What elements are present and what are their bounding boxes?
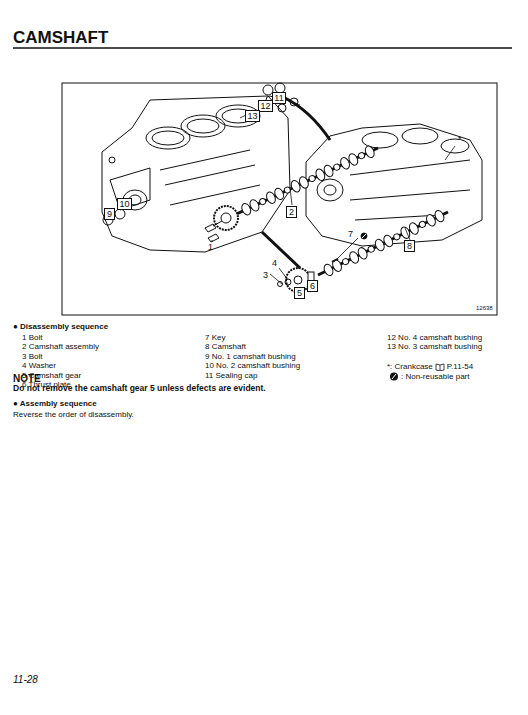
symbol-text: : Non-reusable part — [401, 372, 469, 381]
cam-lobe — [298, 175, 310, 189]
cam-lobe — [347, 152, 359, 166]
cam-lobe — [358, 152, 366, 160]
callout-number: 9 — [107, 209, 112, 219]
cam-lobe — [273, 187, 285, 201]
leader-lines — [110, 97, 455, 290]
list-item: 9 No. 1 camshaft bushing — [205, 353, 296, 362]
list-item: 2 Camshaft assembly — [22, 343, 99, 352]
reference-text: *: Crankcase — [387, 362, 433, 371]
camshaft-assembly — [214, 145, 378, 230]
callout-box: 5 — [294, 287, 305, 299]
list-item: 7 Key — [205, 334, 225, 343]
note-text: Do not remove the camshaft gear 5 unless… — [13, 384, 266, 393]
list-item: 8 Camshaft — [205, 343, 246, 352]
callout-number: 10 — [119, 199, 129, 209]
callout-number: 5 — [297, 288, 302, 298]
cam-lobe — [367, 245, 375, 253]
symbol-row: : Non-reusable part — [387, 372, 469, 381]
callout-number: 7 — [348, 230, 353, 240]
cam-lobe — [364, 145, 376, 159]
page-title: CAMSHAFT — [13, 29, 108, 48]
cam-lobe — [408, 221, 420, 235]
cam-lobe — [248, 198, 260, 212]
camshaft-exploded — [278, 209, 449, 292]
section-heading: ● Disassembly sequence — [13, 323, 108, 332]
non-reusable-symbol — [389, 372, 399, 381]
callout-number: 13 — [247, 111, 257, 121]
callout-box: 13 — [245, 110, 260, 122]
sealing-caps — [103, 83, 285, 225]
cam-lobe — [433, 209, 445, 223]
callout-number: 3 — [263, 271, 268, 281]
cam-lobe — [393, 233, 401, 241]
cam-lobe — [418, 220, 426, 228]
cam-lobe — [333, 163, 341, 171]
asterisk-mark: * — [458, 135, 462, 145]
cam-lobe — [322, 164, 334, 178]
cam-lobe — [259, 198, 267, 206]
figure-number: 12638 — [476, 305, 493, 312]
cam-lobe — [357, 246, 369, 260]
callout-box: 2 — [286, 206, 297, 218]
bolts — [205, 221, 222, 242]
list-item: 10 No. 2 camshaft bushing — [205, 362, 300, 371]
cam-lobe — [331, 259, 343, 273]
callout-number: 8 — [407, 241, 412, 251]
crankcase-left — [102, 96, 298, 252]
callout-box: 6 — [307, 280, 318, 292]
list-item: 1 Bolt — [22, 334, 42, 343]
list-item: 3 Bolt — [22, 353, 42, 362]
body-text: Reverse the order of disassembly. — [13, 411, 134, 420]
callout-number: 11 — [274, 93, 283, 103]
note-heading: NOTE — [13, 373, 41, 384]
page-number: 11-28 — [13, 674, 38, 685]
callout-box: 12 — [258, 100, 273, 112]
callout-number: 2 — [289, 207, 294, 217]
list-item: 12 No. 4 camshaft bushing — [387, 334, 482, 343]
callout-number: 1 — [208, 243, 213, 253]
cam-lobe — [342, 258, 350, 266]
figure-frame — [62, 83, 497, 315]
crankcase-right — [306, 124, 482, 246]
callout-box: 9 — [104, 208, 115, 220]
reference-row: *: Crankcase P.11-54 — [387, 362, 473, 371]
callout-number: 12 — [260, 101, 270, 111]
cam-lobe — [308, 175, 316, 183]
reference-page: P.11-54 — [447, 362, 473, 371]
section-heading: ● Assembly sequence — [13, 400, 97, 409]
callout-number: 4 — [272, 259, 277, 269]
cam-lobe — [382, 234, 394, 248]
title-rule — [13, 47, 512, 49]
non-reusable-mark — [361, 233, 367, 239]
callout-box: 8 — [404, 240, 415, 252]
list-item: 4 Washer — [22, 362, 56, 371]
book-icon — [435, 362, 445, 371]
list-item: 11 Sealing cap — [205, 372, 257, 381]
list-item: 13 No. 3 camshaft bushing — [387, 343, 482, 352]
callout-number: 6 — [310, 281, 315, 291]
callout-box: 10 — [117, 198, 132, 210]
callout-box: 11 — [272, 92, 286, 104]
